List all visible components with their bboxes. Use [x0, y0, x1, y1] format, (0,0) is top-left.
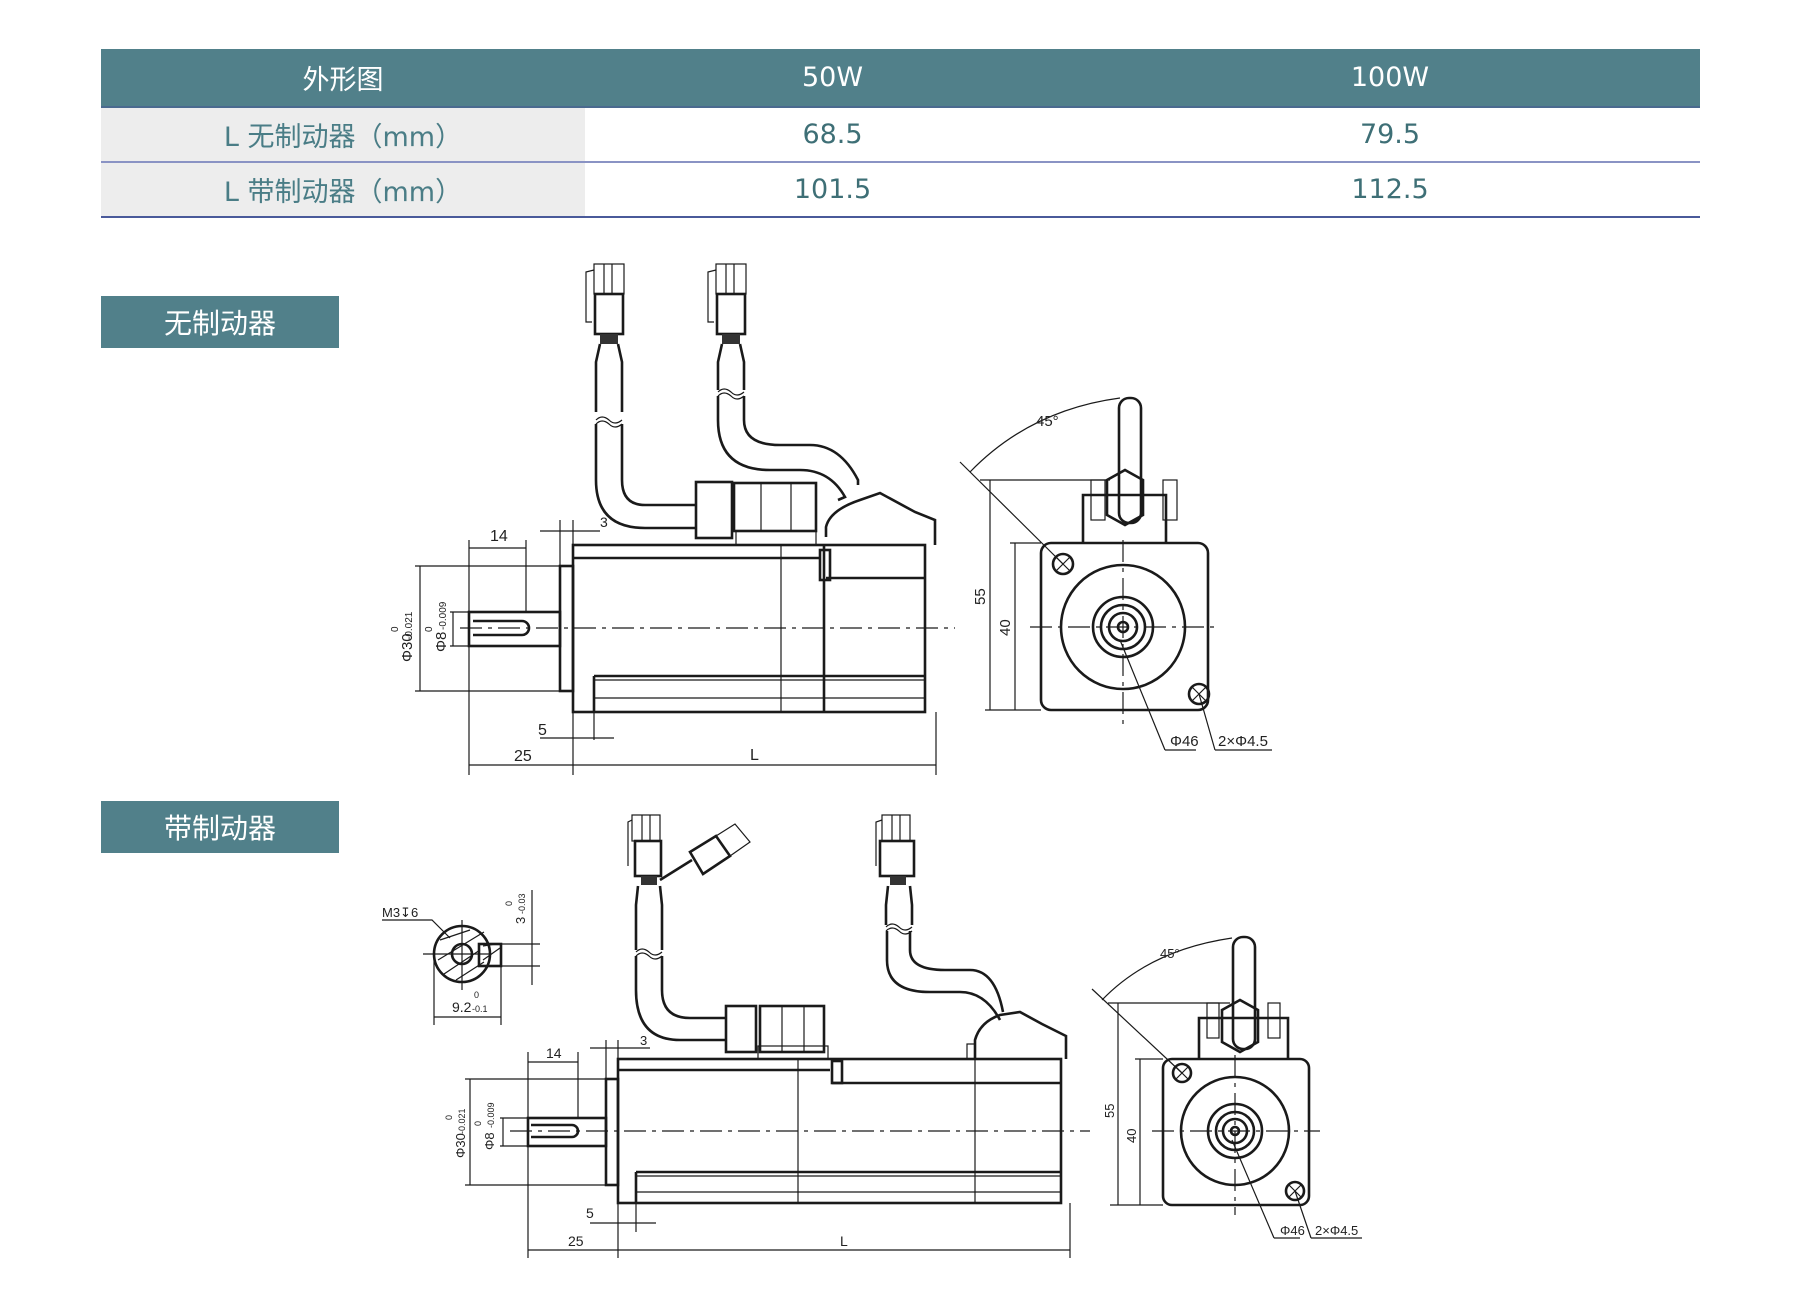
dim-shaft-tol-lower-2: -0.009: [486, 1102, 496, 1128]
dim-square-40-2: 40: [1124, 1129, 1139, 1143]
dimensions-side-1: 14 3 5 25 L Φ30 0 -0.021 Φ8 0 -0.009: [390, 514, 937, 775]
dim-shaft-extension: 25: [514, 748, 532, 765]
dimensions-side-2: 14 3 5 25 L Φ30 0 -0.021 Φ8 0 -0.009: [444, 1033, 1071, 1258]
dim-key-depth: 9.2: [452, 999, 472, 1015]
section-label-with-brake: 带制动器: [101, 801, 339, 853]
dim-key-width: 3: [513, 917, 528, 924]
spec-table: 外形图 50W 100W L 无制动器（mm） 68.5 79.5 L 带制动器…: [101, 49, 1700, 218]
front-view-no-brake: 45° 55 40 Φ46 2×Φ4.5: [959, 396, 1272, 751]
table-row: L 无制动器（mm） 68.5 79.5: [101, 107, 1700, 163]
cable-encoder-brake: [875, 814, 1005, 1021]
dim-tapped-hole: M3↧6: [382, 905, 418, 920]
dim-body-length: L: [750, 747, 759, 764]
dim-pilot-tol-lower: -0.021: [404, 611, 415, 640]
dim-pilot-tol-upper: 0: [390, 626, 401, 632]
dim-bolt-circle: Φ46: [1170, 733, 1199, 750]
dim-key-depth-tol-lower: -0.1: [472, 1004, 488, 1014]
cable-power: [585, 263, 696, 530]
section-label-no-brake: 无制动器: [101, 296, 339, 348]
dim-shaft-length: 14: [490, 528, 508, 545]
dim-square-40: 40: [997, 619, 1014, 636]
dim-pilot-diameter: Φ30: [399, 633, 416, 662]
dim-flange-gap-2: 3: [640, 1033, 647, 1048]
mount-hole: [1171, 1062, 1193, 1084]
cell-100w-no-brake: 79.5: [1080, 107, 1700, 163]
mount-hole: [1051, 552, 1075, 576]
row-label-no-brake: L 无制动器（mm）: [101, 107, 585, 163]
dim-shaft-diameter: Φ8: [433, 632, 450, 652]
dim-flange-thickness: 5: [538, 722, 547, 739]
dim-angle-2: 45°: [1160, 946, 1180, 961]
dim-key-width-tol-upper: 0: [504, 901, 514, 906]
mount-hole: [1187, 682, 1211, 706]
keyway-detail: M3↧6 9.2 0 -0.1 3 0 -0.03: [382, 890, 540, 1025]
front-view-with-brake: 45° 55 40 Φ46 2×Φ4.5: [1091, 935, 1362, 1239]
dim-shaft-tol-upper-2: 0: [473, 1121, 483, 1126]
dim-shaft-tol-lower: -0.009: [438, 601, 449, 630]
dim-angle: 45°: [1036, 413, 1059, 430]
mount-hole: [1284, 1180, 1306, 1202]
cell-50w-no-brake: 68.5: [585, 107, 1080, 163]
table-header-row: 外形图 50W 100W: [101, 49, 1700, 108]
dim-body-length-2: L: [840, 1233, 848, 1249]
dim-flange-gap: 3: [600, 514, 608, 530]
header-outline: 外形图: [101, 49, 585, 108]
shaft: [467, 610, 562, 648]
dim-mount-holes: 2×Φ4.5: [1218, 733, 1268, 750]
cable-power-brake: [627, 814, 751, 1042]
terminal-box-brake: [724, 1004, 1068, 1060]
dim-mount-holes-2: 2×Φ4.5: [1315, 1223, 1358, 1238]
dim-shaft-diameter-2: Φ8: [482, 1132, 497, 1150]
dim-key-width-tol-lower: -0.03: [517, 893, 527, 914]
row-label-with-brake: L 带制动器（mm）: [101, 162, 585, 218]
cable-encoder: [707, 263, 860, 502]
terminal-box: [694, 480, 937, 546]
dim-pilot-tol-upper-2: 0: [444, 1115, 454, 1120]
dim-bolt-circle-2: Φ46: [1280, 1223, 1305, 1238]
dim-flange-thickness-2: 5: [586, 1205, 594, 1221]
cell-50w-with-brake: 101.5: [585, 162, 1080, 218]
side-view-no-brake: 14 3 5 25 L Φ30 0 -0.021 Φ8 0 -0.009: [390, 263, 955, 775]
dim-key-depth-tol-upper: 0: [474, 990, 479, 1000]
side-view-with-brake: 14 3 5 25 L Φ30 0 -0.021 Φ8 0 -0.009: [444, 814, 1090, 1258]
header-100w: 100W: [1080, 49, 1700, 108]
dim-shaft-extension-2: 25: [568, 1233, 584, 1249]
dim-pilot-tol-lower-2: -0.021: [457, 1108, 467, 1134]
dim-height-55: 55: [972, 588, 989, 605]
dim-pilot-diameter-2: Φ30: [453, 1133, 468, 1158]
header-50w: 50W: [585, 49, 1080, 108]
dim-shaft-length-2: 14: [546, 1045, 562, 1061]
dim-height-55-2: 55: [1102, 1104, 1117, 1118]
table-row: L 带制动器（mm） 101.5 112.5: [101, 162, 1700, 218]
cell-100w-with-brake: 112.5: [1080, 162, 1700, 218]
dim-shaft-tol-upper: 0: [424, 626, 435, 632]
